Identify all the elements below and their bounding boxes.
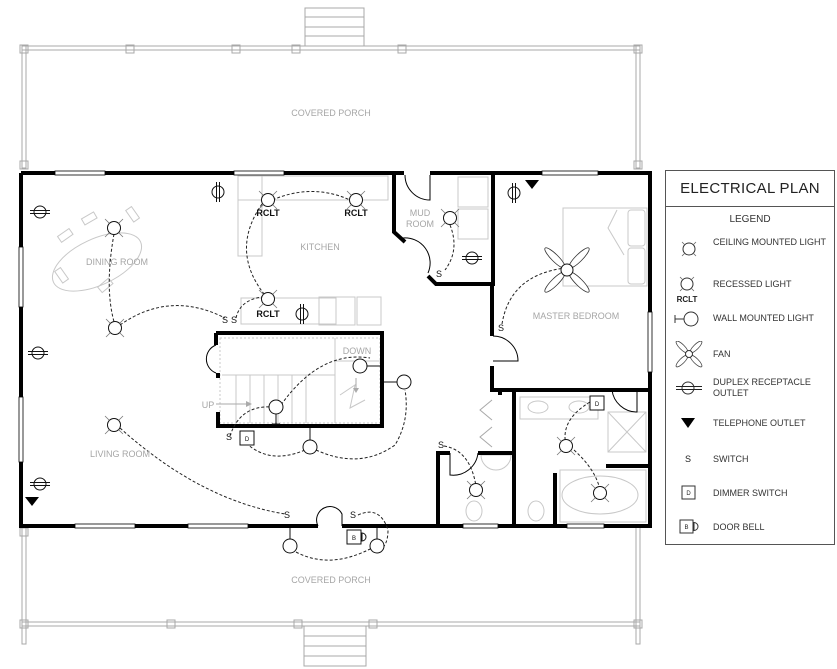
svg-text:D: D [245, 437, 250, 443]
rclt-label-1: RCLT [256, 208, 280, 218]
recessed-light-kitchen-2 [346, 190, 366, 210]
room-labels: DINING ROOM KITCHEN MUD ROOM MASTER BEDR… [86, 208, 619, 459]
door-bell: B [346, 529, 367, 545]
duplex-outlet-master [507, 182, 521, 204]
porch-top: COVERED PORCH [19, 7, 643, 170]
legend-item-duplex-outlet: DUPLEX RECEPTACLE OUTLET [666, 377, 836, 407]
wall-light-stair [268, 399, 284, 425]
porch-bottom: COVERED PORCH [19, 526, 643, 667]
room-label-mud-line2: ROOM [406, 219, 434, 229]
ceiling-fan-master [544, 247, 590, 293]
switch-dining: S [222, 315, 228, 325]
legend-item-wall-light: WALL MOUNTED LIGHT [666, 309, 836, 339]
room-label-covered-porch-top: COVERED PORCH [291, 108, 371, 118]
walls [18, 170, 653, 529]
svg-text:D: D [595, 402, 600, 408]
wall-light-hall [384, 374, 412, 390]
legend-heading: LEGEND [729, 214, 771, 225]
legend-label: TELEPHONE OUTLET [713, 418, 806, 428]
legend-label: DUPLEX RECEPTACLE OUTLET [713, 377, 811, 398]
ceiling-light-dining-2 [105, 318, 125, 338]
legend-item-fan: FAN [666, 341, 836, 371]
legend-label: WALL MOUNTED LIGHT [713, 313, 814, 323]
telephone-outlet-living [25, 497, 39, 506]
recessed-light-kitchen-1 [258, 190, 278, 210]
duplex-outlet-mud [461, 251, 483, 265]
wall-light-porch-2 [369, 528, 385, 554]
switch-porch: S [350, 510, 356, 520]
switch-kitchen: S [231, 315, 237, 325]
wall-light-stair-outside [302, 428, 318, 455]
fixtures: RCLT RCLT RCLT [25, 180, 610, 554]
door-bell-icon: B [679, 519, 699, 534]
duplex-outlet-1 [29, 205, 51, 219]
legend-label: DOOR BELL [713, 522, 765, 532]
furniture [51, 175, 648, 523]
ceiling-light-mud-room [440, 208, 460, 228]
plan-title: ELECTRICAL PLAN [666, 171, 834, 207]
room-label-mud-line1: MUD [410, 208, 431, 218]
legend-label: FAN [713, 349, 731, 359]
telephone-outlet-master [525, 180, 539, 189]
svg-text:D: D [686, 491, 691, 497]
switch-living: S [284, 510, 290, 520]
stair-up-label: UP [202, 400, 215, 410]
room-label-covered-porch-bottom: COVERED PORCH [291, 575, 371, 585]
legend-label: CEILING MOUNTED LIGHT [713, 237, 827, 247]
rclt-label-2: RCLT [344, 208, 368, 218]
legend-label: RECESSED LIGHT [713, 279, 792, 289]
ceiling-mounted-light-icon [681, 241, 697, 257]
wiring [108, 191, 601, 561]
recessed-light-icon: RCLT [677, 276, 698, 304]
legend-item-switch: S SWITCH [666, 451, 836, 481]
duplex-receptacle-outlet-icon [676, 381, 702, 395]
telephone-outlet-icon [681, 418, 695, 428]
svg-text:B: B [352, 536, 356, 542]
wall-light-porch-1 [282, 528, 298, 554]
duplex-outlet-2 [27, 346, 49, 360]
legend-label: SWITCH [713, 454, 749, 464]
room-label-living: LIVING ROOM [90, 449, 150, 459]
wall-light-stair-down [352, 358, 380, 374]
svg-text:RCLT: RCLT [677, 295, 698, 304]
wall-mounted-light-icon [674, 311, 699, 327]
legend-item-recessed-light: RCLT RECESSED LIGHT [666, 275, 836, 305]
legend-item-ceiling-light: CEILING MOUNTED LIGHT [666, 237, 836, 267]
legend-item-telephone: TELEPHONE OUTLET [666, 415, 836, 445]
dimmer-switch-icon: D [681, 485, 696, 500]
ceiling-light-dining [104, 218, 124, 238]
switch-half-bath: S [438, 440, 444, 450]
ceiling-light-master-bath [556, 436, 576, 456]
duplex-outlet-kitchen-2 [295, 303, 309, 325]
switch-mud: S [436, 269, 442, 279]
fan-icon [675, 341, 703, 368]
ceiling-light-half-bath [466, 480, 486, 500]
switch-icon: S [685, 454, 691, 464]
ceiling-light-living [104, 415, 124, 435]
switch-master: S [498, 323, 504, 333]
room-label-dining: DINING ROOM [86, 257, 148, 267]
svg-text:B: B [684, 525, 688, 531]
room-label-master-bedroom: MASTER BEDROOM [533, 311, 620, 321]
rclt-label-3: RCLT [256, 309, 280, 319]
legend-label: DIMMER SWITCH [713, 488, 788, 498]
svg-text:S: S [685, 454, 691, 464]
legend-item-dimmer: D DIMMER SWITCH [666, 485, 836, 515]
duplex-outlet-kitchen [211, 181, 225, 203]
switch-stair: S [226, 432, 232, 442]
dimmer-switch-stair: D [239, 430, 255, 446]
room-label-kitchen: KITCHEN [300, 242, 340, 252]
legend-item-door-bell: B DOOR BELL [666, 519, 836, 549]
stair-down-label: DOWN [343, 346, 372, 356]
recessed-light-kitchen-3 [258, 289, 278, 309]
ceiling-light-tub [590, 483, 610, 503]
legend-panel: ELECTRICAL PLAN LEGEND CEILING MOUNTED L… [665, 170, 835, 545]
dimmer-switch-master-bath: D [589, 395, 605, 411]
duplex-outlet-3 [29, 477, 51, 491]
